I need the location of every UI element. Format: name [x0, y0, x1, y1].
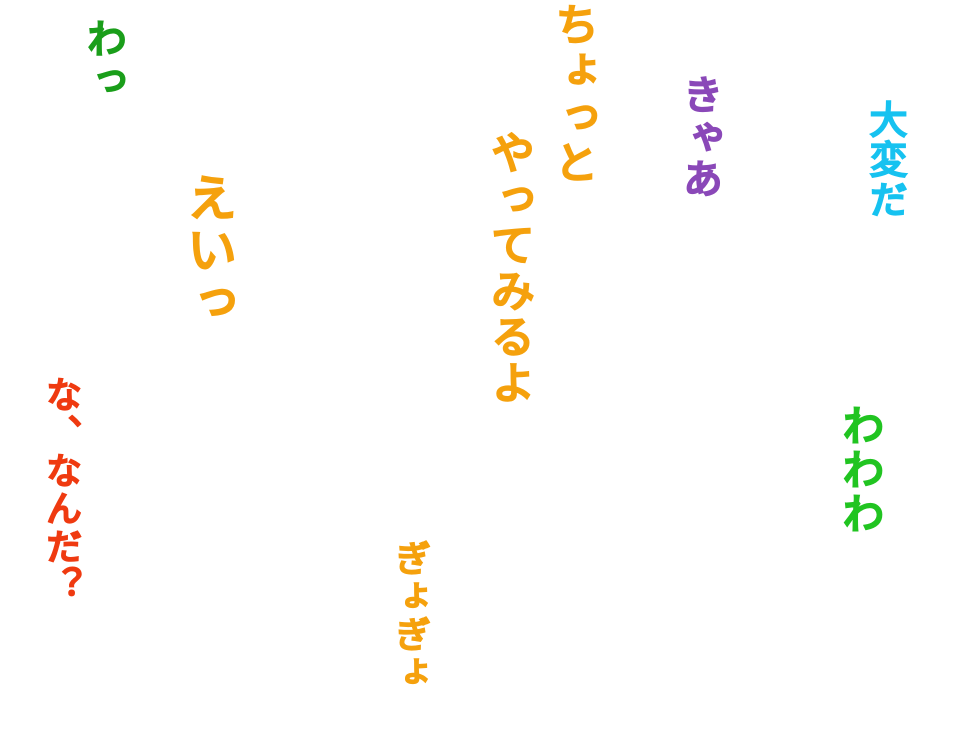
phrase-chotto: ちょっと: [547, 2, 599, 187]
phrase-yatte-miru-yo: やってみるよ: [483, 130, 535, 407]
phrase-wa: わっ: [80, 18, 127, 103]
phrase-ei: えいっ: [179, 172, 238, 329]
phrase-kyaa: きゃあ: [676, 74, 723, 201]
phrase-wawawa: わわわ: [836, 404, 886, 537]
phrase-na-nanda: な、なんだ？: [40, 376, 82, 605]
phrase-taihen: 大変だ: [863, 100, 908, 221]
phrase-gyogyo: ぎょぎょ: [388, 540, 430, 693]
